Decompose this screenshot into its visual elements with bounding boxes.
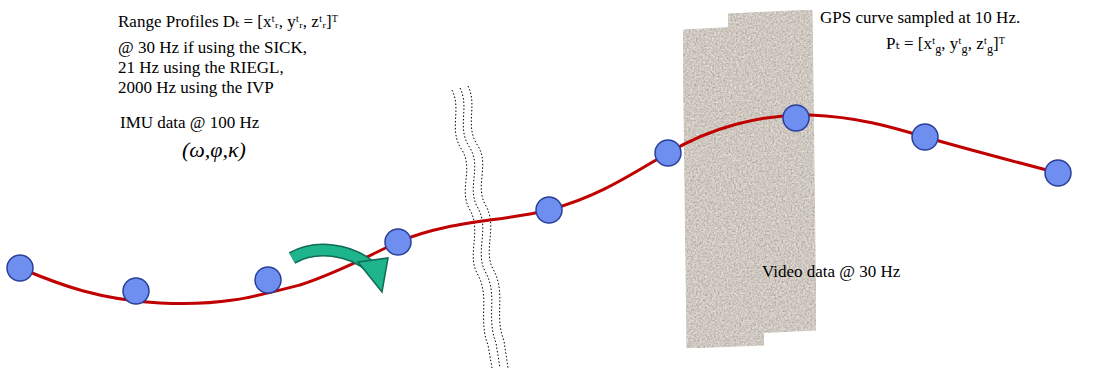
range-rate: 21 Hz using the RIEGL, [118, 58, 284, 78]
range-label: Range Profiles Dₜ = [xᵗᵣ, yᵗᵣ, zᵗᵣ]ᵀ [118, 12, 338, 32]
video-image [683, 10, 816, 348]
gps-sample [7, 105, 1071, 304]
range-rate: @ 30 Hz if using the SICK, [118, 38, 307, 58]
imu-label: IMU data @ 100 Hz [120, 113, 259, 133]
gps-label: GPS curve sampled at 10 Hz. [820, 8, 1020, 28]
gps-curve [20, 115, 1058, 304]
gps-formula: Pₜ = [xᵗg, yᵗg, zᵗg]ᵀ [886, 34, 1005, 56]
video-label: Video data @ 30 Hz [762, 262, 900, 282]
imu-angles: (ω,φ,κ) [182, 137, 246, 162]
rotation-arrow [292, 250, 388, 292]
range-profile [452, 86, 508, 368]
range-rate: 2000 Hz using the IVP [118, 78, 274, 98]
